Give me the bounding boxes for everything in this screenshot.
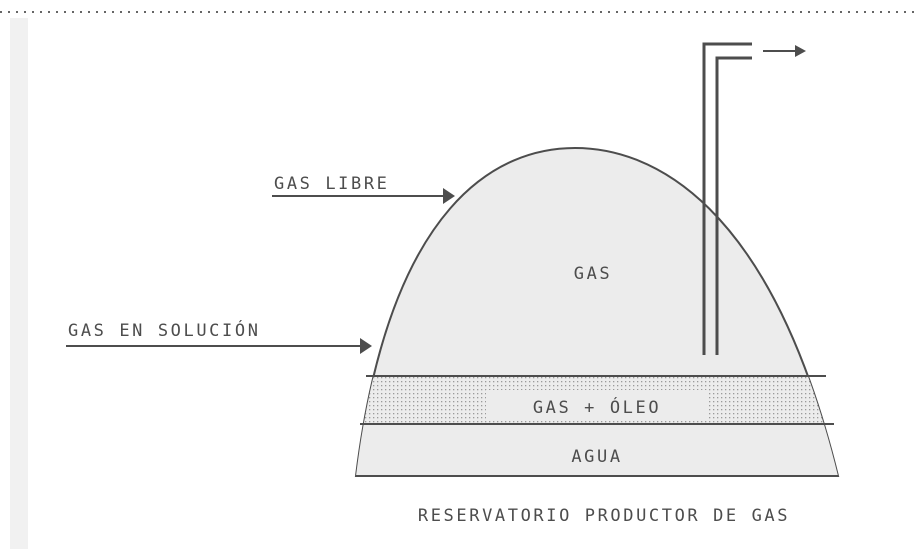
well-pipe (702, 42, 752, 355)
well-outlet-arrow (763, 45, 806, 57)
solution-gas-label: GAS EN SOLUCIÓN (68, 319, 261, 341)
free-gas-label: GAS LIBRE (274, 174, 390, 194)
solution-gas-arrow (66, 338, 372, 354)
gas-oil-label-bg (486, 390, 708, 420)
diagram-caption: RESERVATORIO PRODUCTOR DE GAS (418, 506, 790, 526)
gas-zone-label: GAS (574, 264, 613, 284)
water-zone (356, 424, 838, 476)
gas-oil-zone-label: GAS + ÓLEO (533, 396, 661, 418)
water-zone-label: AGUA (571, 447, 622, 467)
free-gas-arrow (272, 188, 455, 204)
